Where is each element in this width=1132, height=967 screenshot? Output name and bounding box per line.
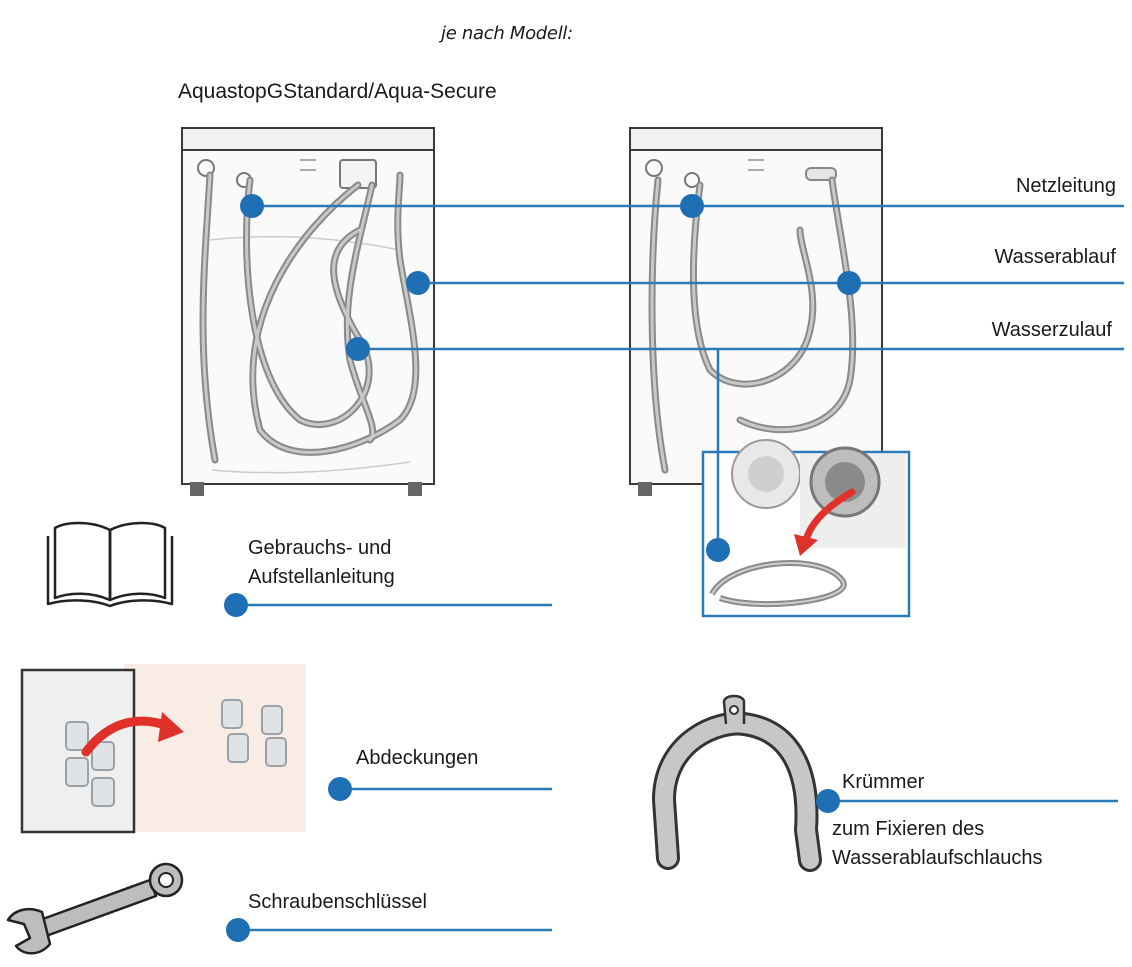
label-manual-line1: Gebrauchs- und — [248, 537, 392, 559]
callout-dots — [224, 194, 861, 942]
variant-title: AquastopGStandard/Aqua-Secure — [178, 80, 497, 103]
label-manual-line2: Aufstellanleitung — [248, 566, 395, 588]
wrench-image — [6, 862, 184, 955]
dot-wrench — [226, 918, 250, 942]
label-covers: Abdeckungen — [356, 747, 479, 769]
label-elbow-desc-line2: Wasserablaufschlauchs — [832, 847, 1043, 869]
manual-book-icon — [46, 521, 174, 608]
dot-netzleitung-right — [680, 194, 704, 218]
dot-wasserablauf-left — [406, 271, 430, 295]
label-netzleitung: Netzleitung — [1015, 175, 1116, 197]
dot-elbow — [816, 789, 840, 813]
dot-wasserzulauf-inset — [706, 538, 730, 562]
label-elbow: Krümmer — [842, 771, 925, 793]
covers-image — [20, 664, 306, 834]
dot-wasserzulauf-left — [346, 337, 370, 361]
inlet-hose-inset — [701, 439, 911, 618]
dot-manual — [224, 593, 248, 617]
dot-covers — [328, 777, 352, 801]
elbow-image — [651, 694, 822, 872]
washing-machine-left — [181, 127, 435, 496]
dot-wasserablauf-right — [837, 271, 861, 295]
label-wasserablauf: Wasserablauf — [994, 246, 1116, 268]
label-wasserzulauf: Wasserzulauf — [991, 319, 1112, 341]
label-wrench: Schraubenschlüssel — [248, 891, 427, 913]
label-elbow-desc-line1: zum Fixieren des — [832, 818, 985, 840]
model-note: je nach Modell: — [441, 23, 573, 44]
dot-netzleitung-left — [240, 194, 264, 218]
